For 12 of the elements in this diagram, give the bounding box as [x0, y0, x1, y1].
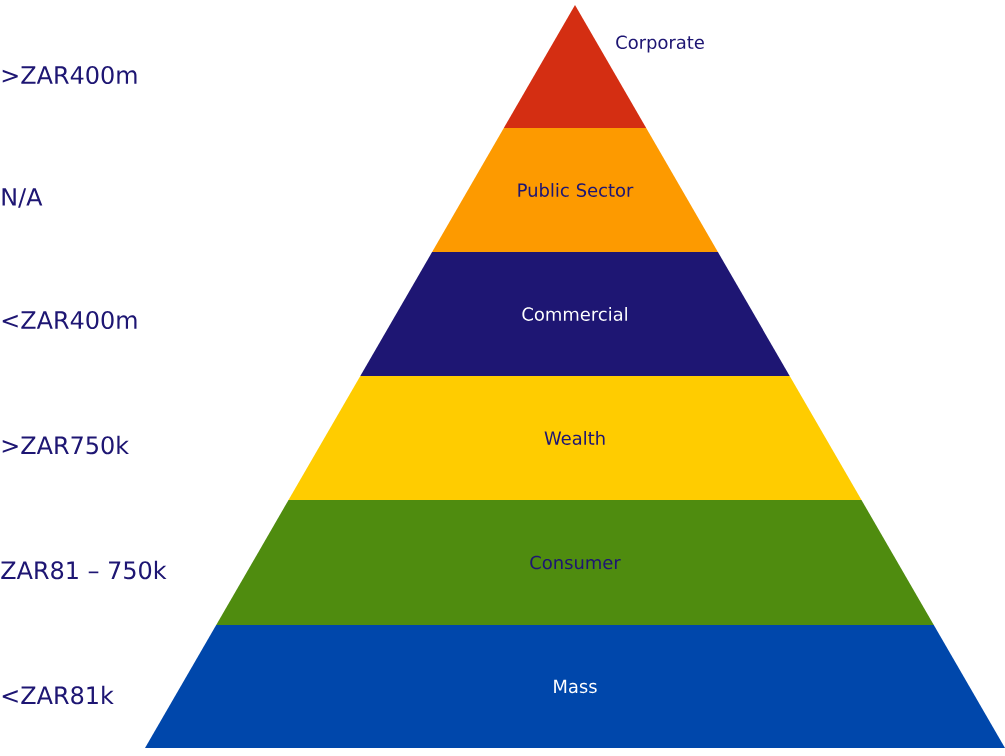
range-label: >ZAR400m — [2, 65, 137, 85]
range-label: N/A — [2, 188, 43, 208]
pyramid-band: Wealth — [288, 376, 862, 500]
range-label: >ZAR750k — [2, 435, 129, 455]
pyramid-band: Public Sector — [432, 128, 718, 252]
pyramid-band: Commercial — [360, 252, 790, 376]
range-label: ZAR81 – 750k — [1, 560, 167, 580]
pyramid-band: Consumer — [216, 500, 934, 625]
pyramid-band: Corporate — [503, 5, 704, 128]
pyramid-band: Mass — [145, 625, 1005, 748]
range-label: <ZAR81k — [2, 685, 114, 705]
range-label: <ZAR400m — [2, 310, 137, 330]
